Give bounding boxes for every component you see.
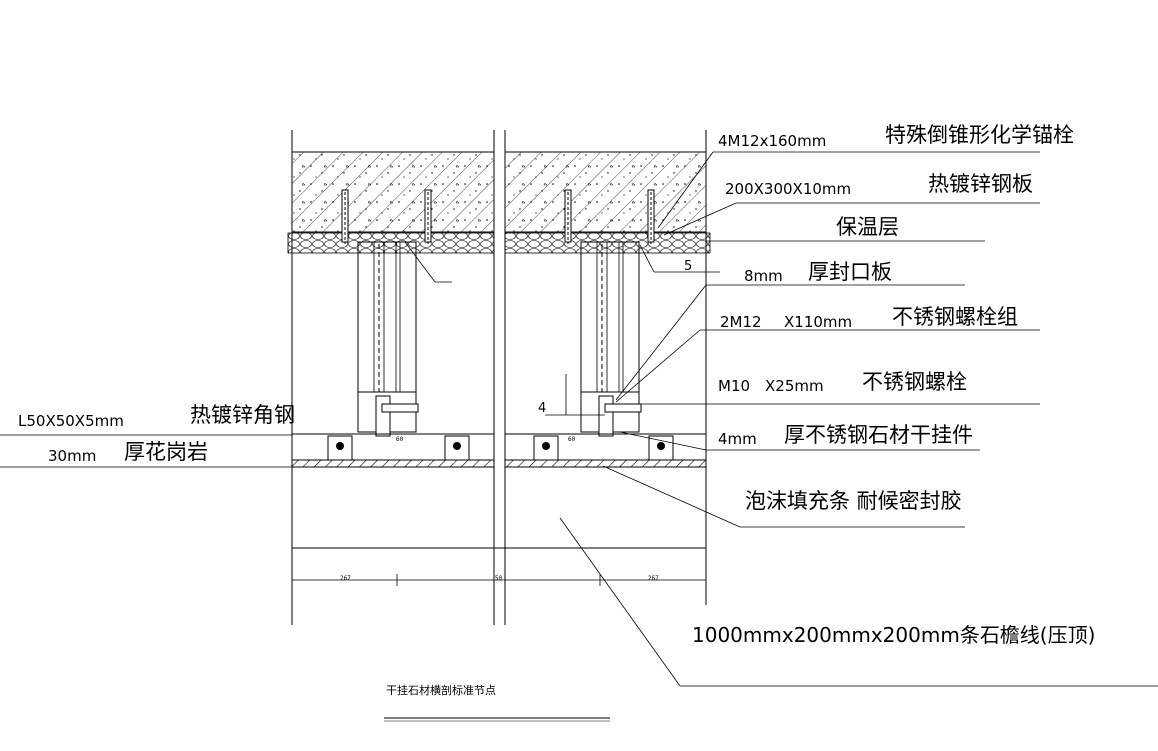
drawing-title: 干挂石材横剖标准节点 xyxy=(386,683,496,697)
hanger-spec: 4mm xyxy=(718,430,757,448)
hanger-clips xyxy=(327,435,674,461)
concrete-slab-left xyxy=(291,151,495,233)
concrete-slab-right xyxy=(504,151,707,233)
granite-strip-right xyxy=(504,459,707,468)
anchor-bolts-right xyxy=(564,189,655,244)
anchor-spec: 4M12x160mm xyxy=(718,132,826,150)
granite-spec: 30mm xyxy=(48,447,96,465)
dim-right: 267 xyxy=(648,575,659,582)
insulation-layer-right xyxy=(504,232,711,254)
insulation-layer-left xyxy=(287,232,495,254)
angle-spec: L50X50X5mm xyxy=(18,412,124,430)
angle-name: 热镀锌角钢 xyxy=(190,403,295,427)
steel-member-right xyxy=(580,241,642,437)
granite-name: 厚花岗岩 xyxy=(124,440,208,464)
bolt-spec: M10 xyxy=(718,377,750,395)
callout-5: 5 xyxy=(684,259,692,274)
seal-name: 厚封口板 xyxy=(808,260,892,284)
anchor-bolts-left xyxy=(341,189,432,244)
leader-lines xyxy=(0,151,1158,687)
gap-left: 60 xyxy=(396,436,404,443)
plate-name: 热镀锌钢板 xyxy=(928,172,1033,196)
granite-strip-left xyxy=(291,459,495,468)
bolt-group-name: 不锈钢螺栓组 xyxy=(892,305,1018,329)
bolt-name: 不锈钢螺栓 xyxy=(862,370,967,394)
dim-left: 267 xyxy=(340,575,351,582)
bolt-group-spec: 2M12 xyxy=(720,313,762,331)
seal-spec: 8mm xyxy=(744,267,783,285)
callout-4: 4 xyxy=(538,401,546,416)
gap-right: 60 xyxy=(568,436,576,443)
anchor-name: 特殊倒锥形化学锚栓 xyxy=(885,123,1074,147)
cornice-label: 1000mmx200mmx200mm条石檐线(压顶) xyxy=(692,623,1095,647)
bolt-group-len: X110mm xyxy=(784,313,852,331)
insulation-label: 保温层 xyxy=(836,215,899,239)
bolt-len: X25mm xyxy=(765,377,824,395)
steel-member-left xyxy=(357,241,419,437)
plate-spec: 200X300X10mm xyxy=(725,180,851,198)
dim-mid: 50 xyxy=(495,575,503,582)
foam-name: 泡沫填充条 耐候密封胶 xyxy=(745,489,962,513)
hanger-name: 厚不锈钢石材干挂件 xyxy=(784,423,973,447)
